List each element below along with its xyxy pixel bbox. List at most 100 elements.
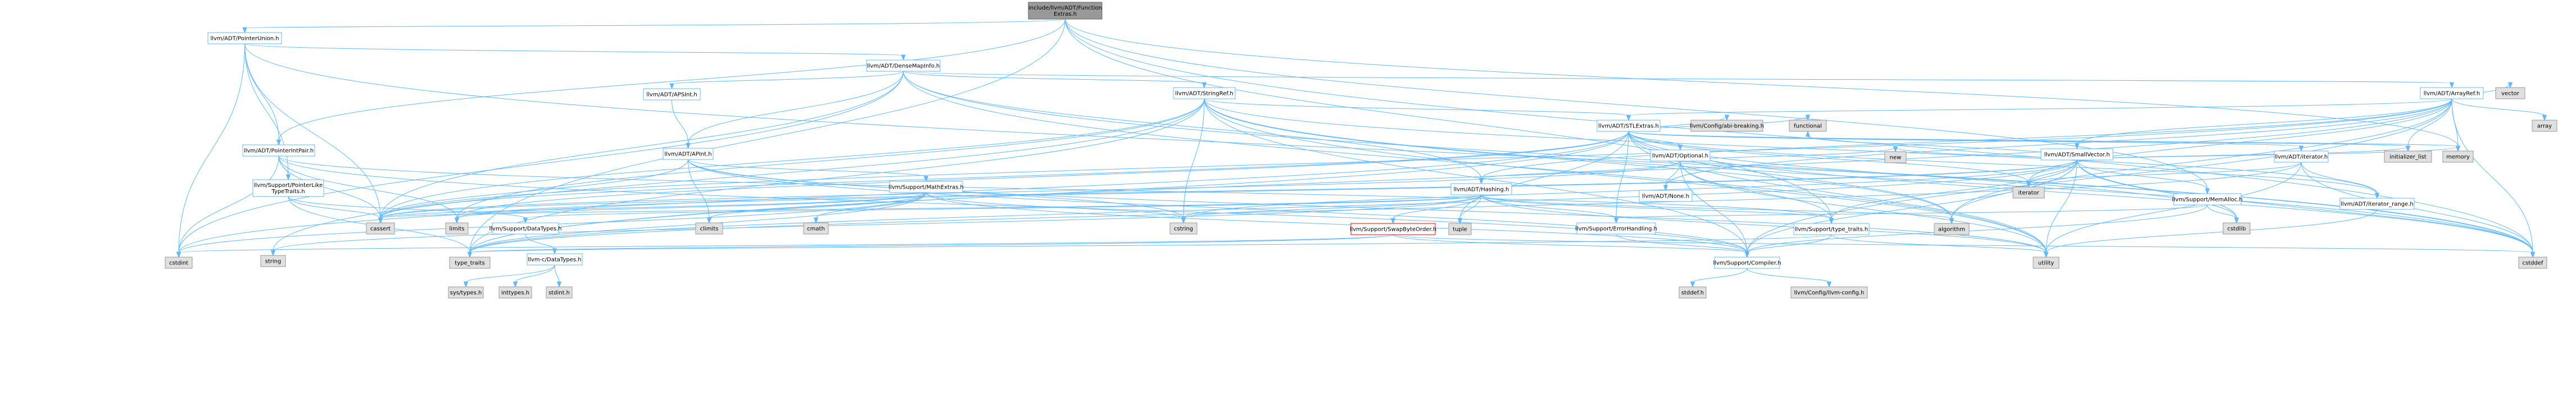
node-box <box>207 32 282 44</box>
node-densemapinfo[interactable]: llvm/ADT/DenseMapInfo.h <box>866 60 941 72</box>
edge-smallvector-to-utility <box>2043 159 2078 258</box>
edge-line <box>1481 194 1952 219</box>
edge-arrowhead <box>1181 217 1186 224</box>
edge-line <box>2028 162 2302 183</box>
node-apsint[interactable]: llvm/ADT/APSInt.h <box>643 88 701 100</box>
edge-line <box>1481 194 1832 219</box>
node-label: llvm/Support/PointerLike <box>254 182 323 189</box>
node-cdatatypes[interactable]: llvm-c/DataTypes.h <box>527 253 583 266</box>
node-box <box>1714 257 1780 269</box>
node-label: memory <box>2446 154 2470 161</box>
edge-line <box>1616 204 2208 219</box>
node-pointerintpair[interactable]: llvm/ADT/PointerIntPair.h <box>242 144 315 157</box>
node-apint[interactable]: llvm/ADT/APInt.h <box>663 148 714 160</box>
node-mathextras[interactable]: llvm/Support/MathExtras.h <box>888 181 964 193</box>
edge-line <box>926 192 1748 253</box>
edge-root-to-memalloc <box>1065 19 2210 195</box>
edge-arrowhead <box>1663 185 1668 191</box>
node-label: llvm/Support/MemAlloc.h <box>2172 197 2243 203</box>
edge-iterator-to-iterator-range <box>2301 162 2380 199</box>
node-stringref[interactable]: llvm/ADT/StringRef.h <box>1173 87 1236 99</box>
edge-line <box>1204 98 1748 253</box>
node-cstddef: cstddef <box>2518 257 2547 269</box>
node-sys-types: sys/types.h <box>448 286 484 299</box>
node-label: llvm/ADT/iterator_range.h <box>2341 202 2413 208</box>
node-box <box>448 286 484 299</box>
edge-line <box>456 159 2078 219</box>
edge-cdatatypes-to-sys-types <box>463 264 555 288</box>
node-errorhandling[interactable]: llvm/Support/ErrorHandling.h <box>1575 222 1657 235</box>
node-none[interactable]: llvm/ADT/None.h <box>1639 190 1693 202</box>
node-box <box>1639 190 1693 202</box>
node-box <box>1793 223 1870 235</box>
node-iterator-std: iterator <box>2012 186 2045 199</box>
node-label: llvm-c/DataTypes.h <box>528 257 581 263</box>
edge-densemapinfo-to-arrayref <box>903 71 2455 89</box>
node-stlextras[interactable]: llvm/ADT/STLExtras.h <box>1597 120 1661 132</box>
edge-optional-to-hashing <box>1479 161 1681 185</box>
edge-arrowhead <box>1805 130 1811 137</box>
node-box <box>1576 222 1656 235</box>
edge-arrowhead <box>1690 281 1695 288</box>
node-pointerunion[interactable]: llvm/ADT/PointerUnion.h <box>207 32 282 44</box>
edge-stringref-to-stlextras <box>1204 98 1631 121</box>
node-label: cstdlib <box>2228 226 2246 232</box>
edge-arrowhead <box>1390 218 1396 225</box>
edge-line <box>688 159 2047 253</box>
edge-line <box>1065 19 1832 219</box>
edge-optional-to-type-traits-h <box>1680 161 1834 225</box>
node-memalloc[interactable]: llvm/Support/MemAlloc.h <box>2172 193 2243 205</box>
node-string: string <box>260 255 286 267</box>
node-cassert: cassert <box>366 222 395 235</box>
edge-swapbyteorder-to-type-traits <box>467 234 1394 258</box>
node-label: llvm/Config/llvm-config.h <box>1794 290 1865 296</box>
node-box <box>1884 151 1907 163</box>
edge-line <box>903 71 1205 84</box>
node-compiler[interactable]: llvm/Support/Compiler.h <box>1713 257 1781 269</box>
edge-arrowhead <box>2449 82 2455 89</box>
edge-line <box>709 192 927 219</box>
edge-stlextras-to-memory <box>1628 131 2461 152</box>
edge-stlextras-to-limits <box>454 131 1629 224</box>
node-label: llvm/ADT/APInt.h <box>664 152 711 158</box>
node-datatypes[interactable]: llvm/Support/DataTypes.h <box>489 222 562 235</box>
node-type-traits-h[interactable]: llvm/Support/type_traits.h <box>1793 223 1870 235</box>
edge-line <box>1393 234 2533 253</box>
node-hashing[interactable]: llvm/ADT/Hashing.h <box>1450 183 1512 195</box>
edge-arrowhead <box>2205 188 2210 195</box>
node-utility: utility <box>2033 257 2060 269</box>
edge-arrowhead <box>285 174 291 181</box>
node-iterator-range[interactable]: llvm/ADT/iterator_range.h <box>2339 198 2415 210</box>
node-smallvector[interactable]: llvm/ADT/SmallVector.h <box>2040 148 2114 161</box>
edge-line <box>244 43 2533 253</box>
edge-line <box>1616 131 1629 219</box>
edge-line <box>469 159 2078 253</box>
edge-line <box>278 156 381 219</box>
edge-pointerunion-to-pointerintpair <box>244 43 282 146</box>
edge-line <box>1692 268 1748 283</box>
node-box <box>366 222 395 235</box>
node-optional[interactable]: llvm/ADT/Optional.h <box>1650 149 1711 162</box>
edge-stringref-to-algorithm <box>1204 98 1954 225</box>
edge-stlextras-to-iterator <box>1628 131 2304 152</box>
node-label: llvm/ADT/STLExtras.h <box>1598 124 1659 130</box>
edge-arrowhead <box>901 54 906 61</box>
edge-memalloc-to-errorhandling <box>1613 204 2208 224</box>
edges-layer <box>176 19 2547 288</box>
node-box <box>866 60 941 72</box>
node-label: climits <box>700 226 719 232</box>
node-label: llvm/ADT/PointerIntPair.h <box>244 148 314 154</box>
node-iterator[interactable]: llvm/ADT/iterator.h <box>2274 150 2329 163</box>
edge-arrowhead <box>2234 217 2239 224</box>
node-arrayref[interactable]: llvm/ADT/ArrayRef.h <box>2420 87 2484 99</box>
node-functional: functional <box>1789 120 1827 132</box>
node-label: llvm/ADT/StringRef.h <box>1175 91 1233 97</box>
node-stdint: stdint.h <box>546 286 573 299</box>
node-box <box>1934 223 1970 235</box>
node-swapbyteorder[interactable]: llvm/Support/SwapByteOrder.h <box>1350 223 1436 235</box>
node-box <box>1679 286 1707 299</box>
